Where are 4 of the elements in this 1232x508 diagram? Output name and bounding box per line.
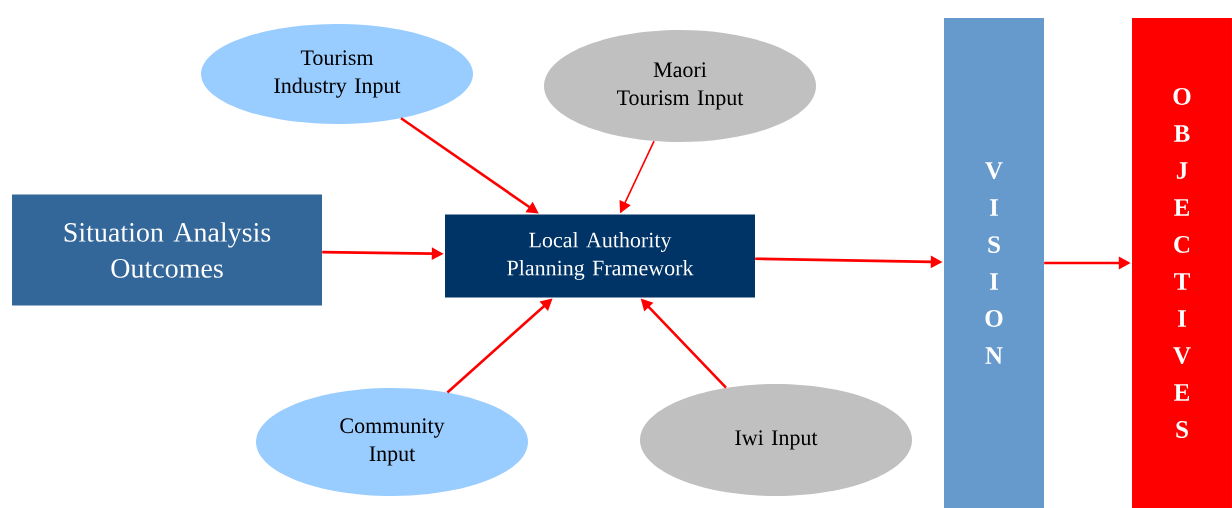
objectives-bar: OBJECTIVES (1132, 18, 1232, 508)
analysis-box: Situation Analysis Outcomes (12, 194, 322, 306)
framework-box: Local Authority Planning Framework (445, 214, 755, 298)
vision-bar: VISION (944, 18, 1044, 508)
